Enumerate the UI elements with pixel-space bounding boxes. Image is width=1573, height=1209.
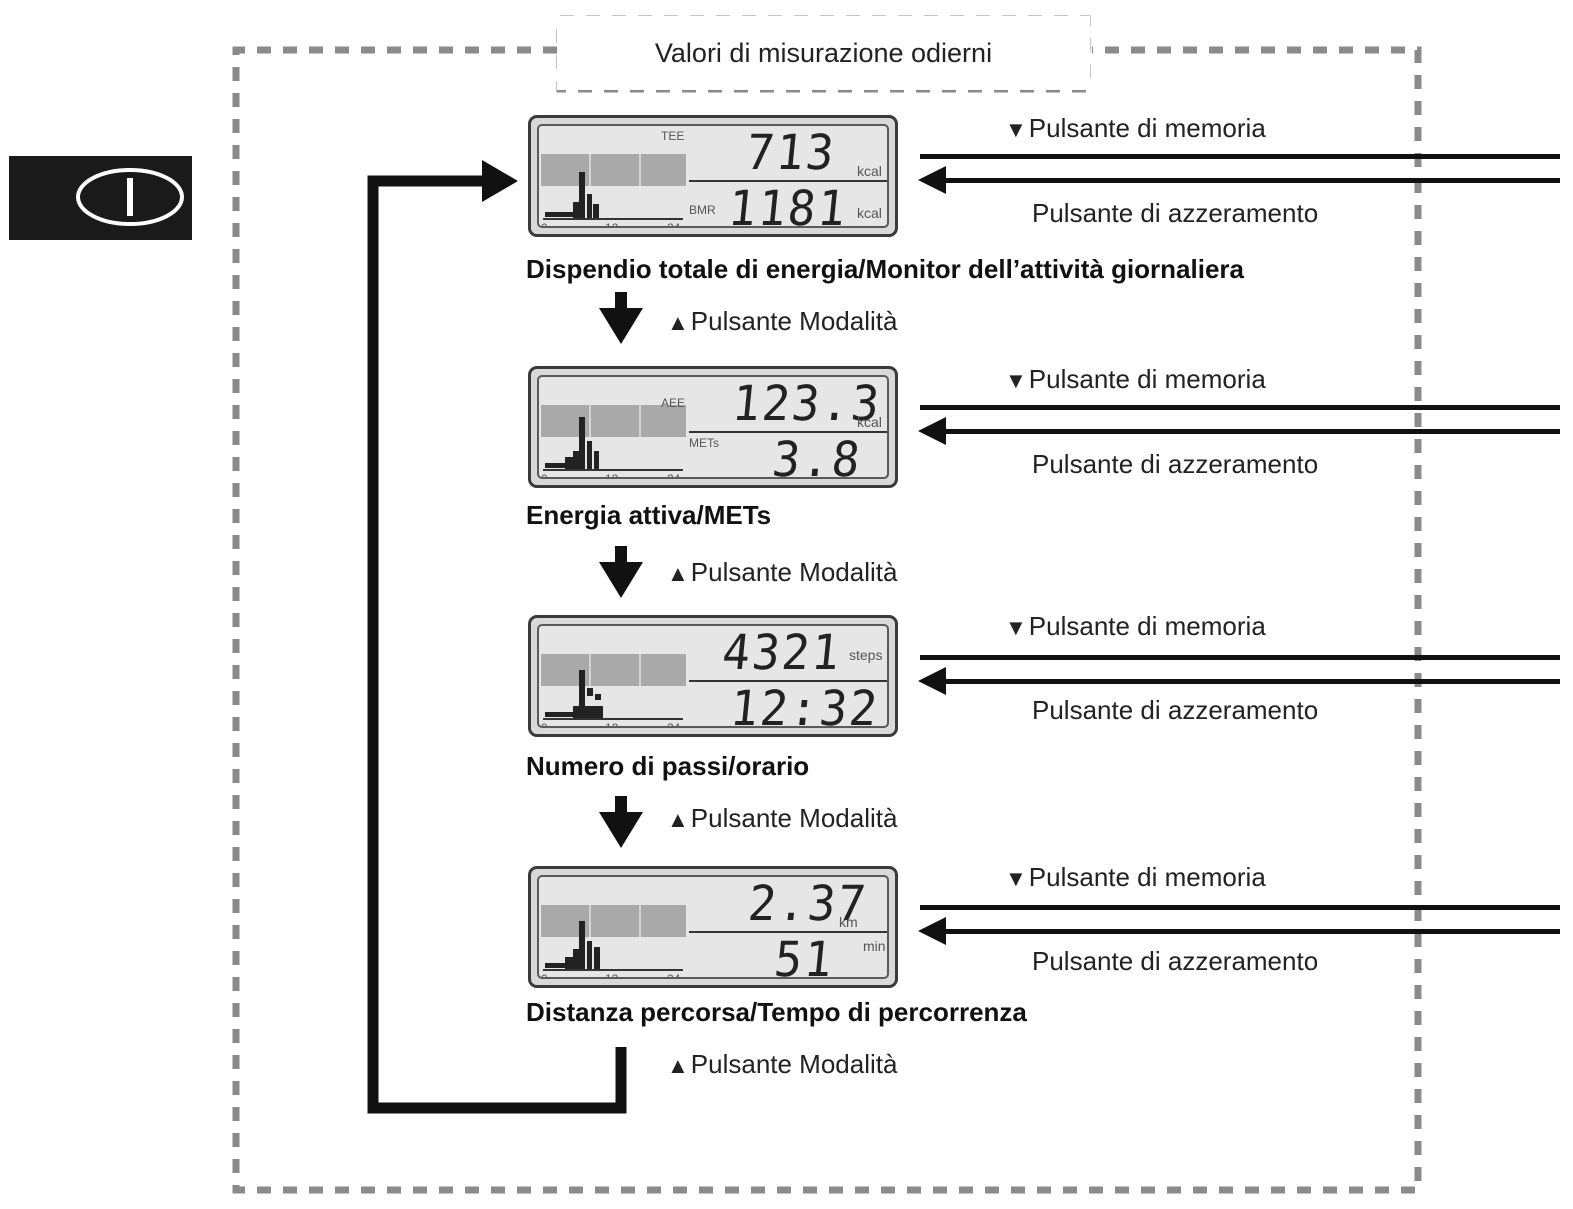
lcd-bottom-unit: kcal <box>857 205 882 221</box>
axis-label: 24 <box>667 472 681 479</box>
button-lines-1 <box>918 154 1560 194</box>
lcd-top-value: 713 <box>743 124 839 181</box>
header-box: Valori di misurazione odierni <box>557 16 1090 90</box>
button-lines-4 <box>918 905 1560 945</box>
memory-button-label-4: ▼Pulsante di memoria <box>1005 864 1266 890</box>
loop-arrowhead <box>482 160 518 202</box>
lcd-bottom-label: METs <box>689 436 719 450</box>
axis-label: 12 <box>605 472 619 479</box>
mode-caption-1: Dispendio totale di energia/Monitor dell… <box>526 254 1244 284</box>
axis-label: 12 <box>605 721 619 728</box>
up-triangle-icon: ▲ <box>667 561 689 586</box>
axis-label: 0 <box>541 472 548 479</box>
mode-button-text: Pulsante Modalità <box>690 557 898 587</box>
reset-button-label-2: Pulsante di azzeramento <box>1032 449 1319 479</box>
mode-button-label-1: ▲Pulsante Modalità <box>667 308 897 334</box>
reset-button-label-3: Pulsante di azzeramento <box>1032 695 1319 725</box>
header-title: Valori di misurazione odierni <box>654 38 993 68</box>
lcd-top-unit: kcal <box>857 163 882 179</box>
mode-button-label-2: ▲Pulsante Modalità <box>667 559 897 585</box>
lcd-bottom-value: 51 <box>771 930 837 979</box>
mode-button-label-3: ▲Pulsante Modalità <box>667 805 897 831</box>
lcd-screen-steps: 0 12 24 4321 12:32 steps <box>528 615 898 737</box>
up-triangle-icon: ▲ <box>667 310 689 335</box>
mode-caption-2: Energia attiva/METs <box>526 500 772 530</box>
lcd-screen-tee: 0 12 24 TEE BMR 713 1181 kcal kcal <box>528 115 898 237</box>
loop-line <box>367 175 627 1114</box>
lcd-screen-aee: 0 12 24 AEE METs 123.3 3.8 kcal <box>528 366 898 488</box>
button-lines-3 <box>918 655 1560 695</box>
reset-button-label-1: Pulsante di azzeramento <box>1032 198 1319 228</box>
lcd-bottom-label: BMR <box>689 203 716 217</box>
memory-button-text: Pulsante di memoria <box>1028 611 1266 641</box>
down-arrow-3 <box>599 796 643 848</box>
up-triangle-icon: ▲ <box>667 1053 689 1078</box>
memory-button-text: Pulsante di memoria <box>1028 862 1266 892</box>
memory-button-text: Pulsante di memoria <box>1028 364 1266 394</box>
down-triangle-icon: ▼ <box>1005 368 1027 393</box>
axis-label: 24 <box>667 221 681 228</box>
mode-button-text: Pulsante Modalità <box>690 306 898 336</box>
lcd-top-unit: steps <box>849 647 883 663</box>
mode-button-label-4: ▲Pulsante Modalità <box>667 1051 897 1077</box>
lcd-bottom-value: 1181 <box>725 179 851 228</box>
lcd-bottom-unit: min <box>863 938 886 954</box>
axis-label: 0 <box>541 721 548 728</box>
lcd-top-label: AEE <box>661 396 686 410</box>
axis-label: 0 <box>541 972 548 979</box>
power-oval-icon <box>76 168 184 226</box>
memory-button-label-3: ▼Pulsante di memoria <box>1005 613 1266 639</box>
axis-label: 24 <box>667 721 681 728</box>
down-triangle-icon: ▼ <box>1005 615 1027 640</box>
axis-label: 12 <box>605 221 619 228</box>
lcd-top-value: 4321 <box>719 624 845 681</box>
down-arrow-2 <box>599 546 643 598</box>
lcd-top-label: TEE <box>661 129 685 143</box>
memory-button-label-1: ▼Pulsante di memoria <box>1005 115 1266 141</box>
memory-button-label-2: ▼Pulsante di memoria <box>1005 366 1266 392</box>
down-triangle-icon: ▼ <box>1005 117 1027 142</box>
down-arrow-1 <box>599 292 643 344</box>
down-triangle-icon: ▼ <box>1005 866 1027 891</box>
section-tab <box>9 156 192 240</box>
lcd-screen-distance: 0 12 24 2.37 51 km min <box>528 866 898 988</box>
mode-caption-4: Distanza percorsa/Tempo di percorrenza <box>526 997 1027 1027</box>
axis-label: 0 <box>541 221 548 228</box>
lcd-top-unit: kcal <box>857 414 882 430</box>
lcd-bottom-value: 12:32 <box>727 679 882 728</box>
button-lines-2 <box>918 405 1560 445</box>
mode-button-text: Pulsante Modalità <box>690 803 898 833</box>
lcd-bottom-value: 3.8 <box>769 430 865 479</box>
reset-button-label-4: Pulsante di azzeramento <box>1032 946 1319 976</box>
mode-button-text: Pulsante Modalità <box>690 1049 898 1079</box>
mode-caption-3: Numero di passi/orario <box>526 751 810 781</box>
axis-label: 24 <box>667 972 681 979</box>
axis-label: 12 <box>605 972 619 979</box>
dashed-frame <box>232 46 1422 1194</box>
memory-button-text: Pulsante di memoria <box>1028 113 1266 143</box>
lcd-top-unit: km <box>839 914 858 930</box>
up-triangle-icon: ▲ <box>667 807 689 832</box>
